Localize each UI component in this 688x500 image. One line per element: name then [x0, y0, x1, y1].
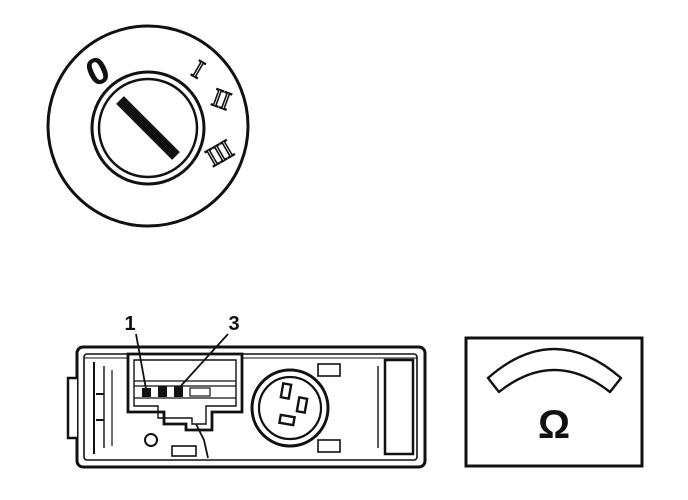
ohm-symbol: Ω [538, 403, 570, 447]
socket-contact-top [279, 382, 293, 400]
callout-label-3: 3 [228, 313, 239, 335]
housing-inner-frame [83, 353, 418, 461]
terminal-pin-slot [189, 387, 211, 397]
housing-mount-hole [144, 433, 158, 447]
terminal-block-inner [133, 359, 237, 425]
callout-1: 1 [124, 313, 147, 390]
ohmmeter-scale-arc [486, 347, 623, 394]
callout-leader-1 [135, 333, 147, 390]
housing-bottom-tab [317, 439, 341, 453]
callout-leader-3 [178, 333, 229, 389]
housing-left-tab [66, 376, 77, 440]
callout-3: 3 [178, 313, 240, 389]
socket-contact-bottom [278, 413, 296, 427]
housing-right-block [383, 358, 415, 456]
connector-housing [66, 345, 427, 469]
terminal-pin-1 [142, 388, 151, 397]
wire-lead [195, 423, 209, 459]
ohmmeter: Ω [464, 336, 644, 468]
callout-label-1: 1 [124, 313, 135, 335]
switch-key-slot [116, 96, 180, 160]
round-socket-outer [250, 368, 330, 448]
terminal-block [126, 352, 244, 432]
terminal-pin-3 [174, 386, 183, 397]
rotary-switch: 0 I II III [46, 24, 250, 228]
housing-bottom-tab [171, 445, 197, 457]
housing-rib-notch [96, 393, 104, 421]
terminal-pin-2 [158, 386, 167, 397]
round-socket-inner [257, 375, 323, 441]
housing-top-tab [317, 363, 341, 377]
socket-contact-right [295, 396, 309, 414]
